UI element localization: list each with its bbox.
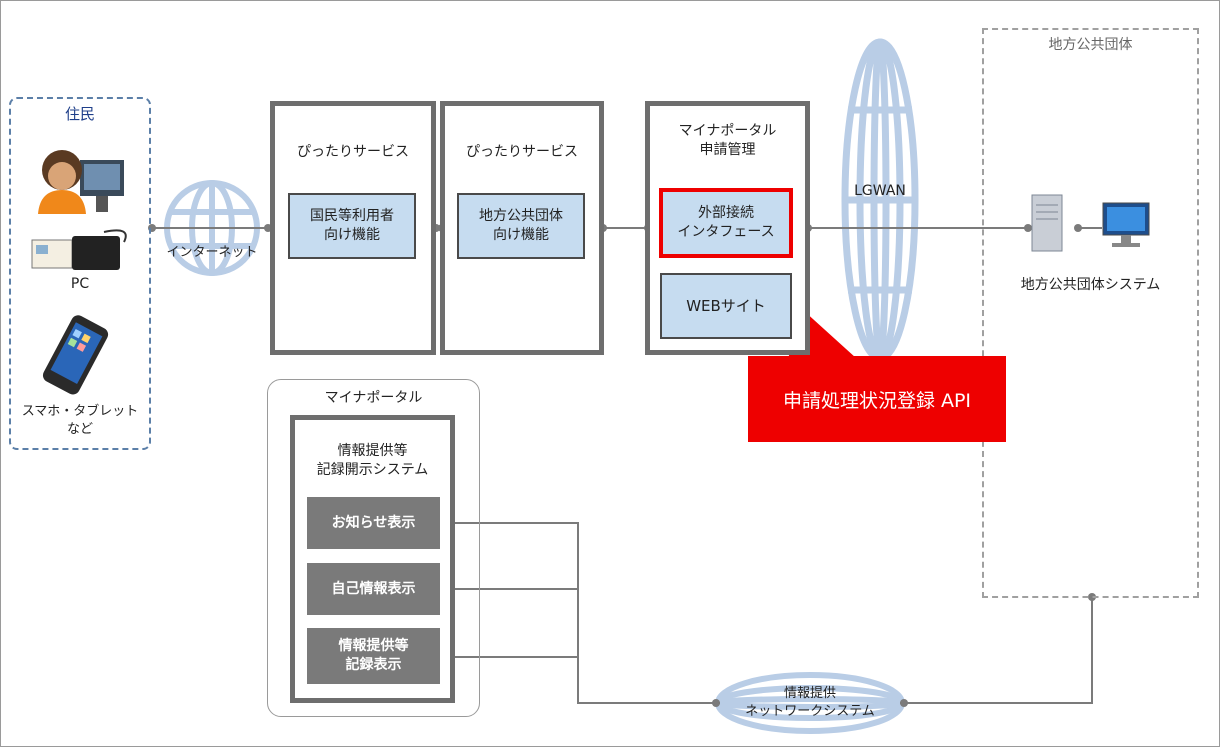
pc-device-icon (31, 229, 127, 270)
local-gov-function-box: 地方公共団体 向け機能 (457, 193, 585, 259)
citizen-function-box: 国民等利用者 向け機能 (288, 193, 416, 259)
self-info-display-box: 自己情報表示 (307, 563, 440, 615)
local-gov-box (982, 28, 1199, 598)
notification-display-box: お知らせ表示 (307, 497, 440, 549)
pittari-user-title: ぴったりサービス (297, 144, 409, 160)
smartphone-icon (42, 315, 109, 395)
local-gov-title: 地方公共団体 (1048, 37, 1133, 53)
internet-label: インターネット (166, 245, 258, 260)
myna-application-title: マイナポータル 申請管理 (678, 123, 777, 158)
lgwan-label: LGWAN (854, 183, 906, 199)
external-interface-box: 外部接続 インタフェース (659, 188, 793, 258)
mynaportal-title: マイナポータル (324, 390, 423, 406)
pc-label: PC (70, 276, 90, 292)
mobile-label: スマホ・タブレット など (21, 404, 139, 437)
monitor-icon (1102, 202, 1150, 247)
mynaportal-panel (267, 379, 480, 717)
residents-title: 住民 (64, 105, 95, 123)
network-label: 情報提供 ネットワークシステム (745, 686, 875, 719)
server-icon (1031, 194, 1063, 252)
website-box: WEBサイト (660, 273, 792, 339)
person-icon (38, 150, 124, 214)
api-callout: 申請処理状況登録 API (748, 356, 1006, 442)
record-display-box: 情報提供等 記録表示 (307, 628, 440, 684)
local-gov-system-label: 地方公共団体システム (1020, 277, 1161, 293)
disclosure-system-title: 情報提供等 記録開示システム (316, 443, 429, 478)
pittari-local-title: ぴったりサービス (466, 144, 578, 160)
residents-box (9, 97, 151, 450)
